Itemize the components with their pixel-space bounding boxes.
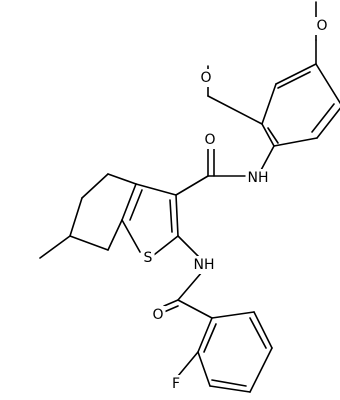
bond (135, 183, 177, 196)
atom-label: F (172, 376, 180, 392)
atom-label-background (141, 249, 155, 267)
bond (107, 219, 123, 251)
bond (129, 189, 143, 221)
atom-o-amide-lower: O (150, 306, 166, 324)
bond (197, 317, 213, 353)
atom-label-background (245, 169, 271, 187)
bond (197, 351, 211, 387)
bond (177, 351, 199, 377)
atom-nh-lower: NH (191, 256, 217, 274)
bond (121, 219, 141, 253)
bond (273, 137, 318, 147)
atom-label-background (169, 375, 183, 393)
bond (175, 175, 209, 196)
atom-nh-upper: NH (245, 169, 271, 187)
bond (69, 197, 83, 237)
atom-label: O (204, 132, 215, 148)
bond (253, 311, 273, 349)
bond (207, 95, 263, 125)
bond (275, 63, 317, 85)
atom-label: NH (194, 257, 215, 273)
atom-label: O (200, 70, 211, 86)
bond (211, 379, 247, 387)
atom-label-background (191, 256, 217, 274)
bond (163, 299, 179, 307)
bond (163, 305, 179, 313)
bond (107, 173, 137, 185)
bond (203, 323, 217, 353)
bond (315, 63, 340, 105)
bond (249, 347, 273, 393)
atom-label-background (314, 17, 330, 35)
atom-s-thiophene: S (141, 249, 155, 267)
atom-f-fluoro: F (169, 375, 183, 393)
atom-label-background (198, 69, 214, 87)
atom-label: O (152, 307, 163, 323)
bonds (39, 1, 340, 393)
bond (261, 83, 277, 125)
bond (261, 123, 275, 147)
bond (81, 173, 109, 199)
atom-o-amide-upper: O (202, 131, 218, 149)
bond (211, 311, 255, 319)
atom-o-methoxy-top: O (314, 17, 330, 35)
atom-label-background (202, 131, 218, 149)
atom-label: NH (248, 170, 269, 186)
bond (175, 194, 179, 237)
atom-label: O (316, 18, 327, 34)
bond (169, 199, 173, 233)
bond (311, 103, 335, 133)
bond (277, 71, 311, 89)
bond (177, 271, 203, 301)
bond (121, 183, 137, 221)
atom-o-methoxy-mid: O (198, 69, 214, 87)
atom-label: S (144, 250, 153, 266)
bond (316, 107, 340, 139)
bond (69, 235, 109, 251)
bond (149, 235, 179, 259)
bond (177, 299, 213, 319)
bond (39, 235, 71, 259)
bond (209, 385, 251, 393)
bond (259, 145, 275, 173)
bond (249, 317, 267, 349)
bond (267, 127, 279, 144)
atom-label-background (150, 306, 166, 324)
